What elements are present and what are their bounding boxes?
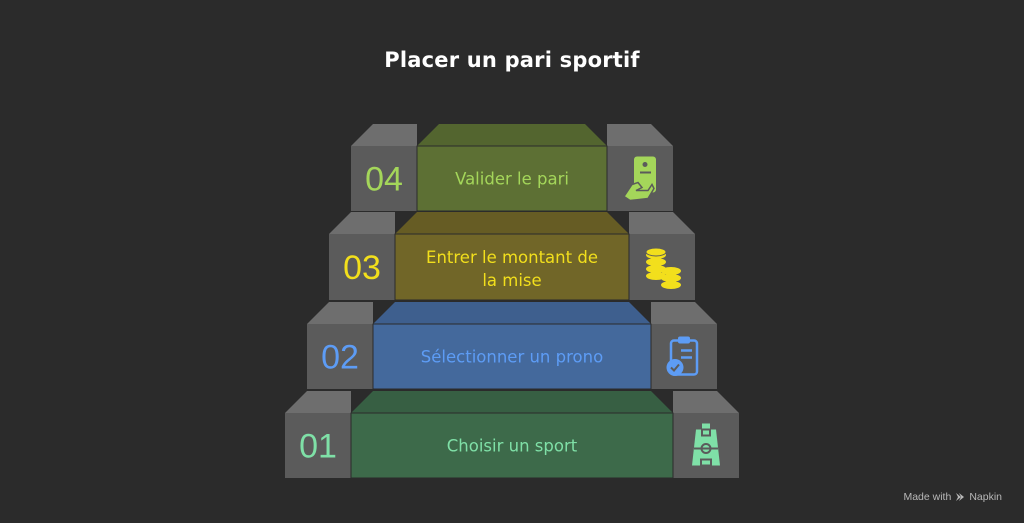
step-label: Sélectionner un prono — [421, 348, 603, 367]
step-04: 04 Valider le pari — [351, 124, 673, 212]
step-number: 03 — [343, 249, 381, 287]
footer-brand: Napkin — [969, 491, 1002, 503]
diagram-title: Placer un pari sportif — [384, 48, 640, 72]
step-left-top — [329, 212, 395, 234]
step-01: 01 Choisir un sport — [285, 391, 739, 479]
step-02: 02 Sélectionner un prono — [307, 302, 717, 390]
step-number: 02 — [321, 339, 359, 377]
step-right-top — [673, 391, 739, 413]
step-left-top — [307, 302, 373, 324]
step-number: 04 — [365, 161, 403, 199]
soccer-field-icon — [692, 423, 720, 467]
step-03: 03 Entrer le montant de la mise — [329, 212, 695, 301]
step-label: Choisir un sport — [447, 437, 578, 456]
step-right-top — [651, 302, 717, 324]
step-left-face — [329, 234, 395, 300]
step-center-top — [395, 212, 629, 234]
step-center-face — [350, 412, 674, 479]
step-center-top — [373, 302, 651, 324]
footer-made-with: Made with — [903, 491, 952, 503]
step-center-top — [351, 391, 673, 413]
step-left-face — [307, 324, 373, 389]
step-number: 01 — [299, 428, 337, 466]
step-left-face — [285, 413, 351, 478]
step-left-face — [351, 146, 417, 211]
napkin-logo-icon — [956, 493, 965, 501]
step-center-top — [417, 124, 607, 146]
step-label-line: Entrer le montant de — [426, 248, 598, 267]
hand-ticket-icon — [622, 156, 656, 202]
coins-stack-icon — [645, 247, 681, 289]
step-right-top — [629, 212, 695, 234]
step-label-line: la mise — [482, 271, 541, 290]
step-left-top — [285, 391, 351, 413]
step-center-face — [372, 323, 652, 390]
step-label: Valider le pari — [455, 170, 569, 189]
step-center-face — [416, 145, 608, 212]
footer-credit: Made with Napkin — [903, 491, 1002, 503]
step-center-face — [394, 233, 630, 301]
clipboard-check-icon — [666, 336, 699, 376]
step-left-top — [351, 124, 417, 146]
step-right-top — [607, 124, 673, 146]
